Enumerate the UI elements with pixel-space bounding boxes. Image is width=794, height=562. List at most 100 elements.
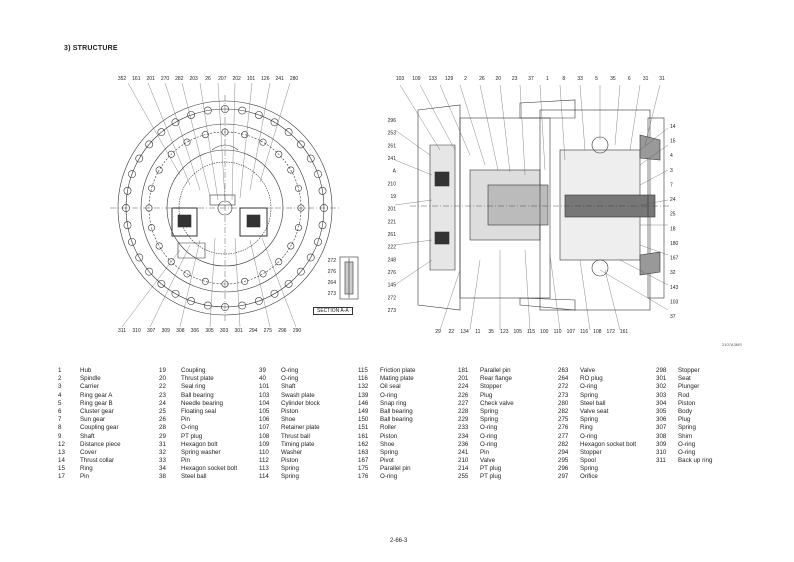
part-number: 233 bbox=[458, 424, 469, 432]
callout-label: 6 bbox=[628, 76, 631, 82]
part-name: O-ring bbox=[480, 432, 498, 440]
part-name: Cover bbox=[80, 448, 97, 456]
part-name: Valve seat bbox=[580, 407, 609, 415]
part-name: Spool bbox=[580, 457, 596, 465]
cross-section-left-callouts: 296253261241A210192012212612222482761452… bbox=[388, 118, 397, 314]
part-name: Coupling gear bbox=[80, 424, 119, 432]
callout-label: 11 bbox=[475, 329, 480, 335]
bolt-hole bbox=[145, 140, 154, 149]
part-name: Pivot bbox=[380, 457, 394, 465]
bolt-hole bbox=[123, 186, 132, 195]
callout-label: 241 bbox=[275, 76, 284, 82]
bolt-hole bbox=[287, 166, 295, 174]
part-number: 175 bbox=[358, 465, 369, 473]
bolt-hole bbox=[187, 111, 196, 119]
part-name: Piston bbox=[281, 457, 299, 465]
part-number: 224 bbox=[458, 383, 469, 391]
part-name: Shoe bbox=[281, 416, 296, 424]
part-name: Cylinder block bbox=[281, 399, 320, 407]
callout-label: 20 bbox=[495, 76, 501, 82]
callout-label: 167 bbox=[670, 256, 679, 262]
front-view bbox=[110, 95, 340, 322]
callout-label: 172 bbox=[607, 329, 616, 335]
callout-label: 248 bbox=[388, 257, 397, 263]
part-name: Rear flange bbox=[480, 375, 512, 383]
part-name: Thrust plate bbox=[181, 375, 214, 383]
bolt-hole bbox=[318, 221, 327, 230]
callout-label: 276 bbox=[388, 270, 397, 276]
bottom-flange bbox=[519, 297, 576, 311]
bolt-hole bbox=[148, 224, 156, 232]
part-name: Oil seal bbox=[380, 383, 401, 391]
page-number: 2-66-3 bbox=[390, 538, 408, 544]
callout-label: 101 bbox=[247, 76, 256, 82]
part-name: O-ring bbox=[380, 473, 398, 481]
bolt-hole bbox=[155, 242, 163, 250]
part-name: PT plug bbox=[181, 432, 203, 440]
callout-label: 1 bbox=[546, 76, 549, 82]
bolt-hole bbox=[221, 303, 229, 311]
bolt-hole bbox=[167, 150, 175, 158]
part-number: 167 bbox=[358, 457, 369, 465]
part-number: 273 bbox=[558, 391, 569, 399]
legend-row: 175 Parallel pin bbox=[358, 465, 415, 473]
callout-label: 37 bbox=[670, 314, 676, 320]
part-name: Stopper bbox=[580, 448, 602, 456]
part-name: Pin bbox=[80, 473, 89, 481]
callout-label: 276 bbox=[328, 269, 337, 275]
valve-spool bbox=[434, 171, 450, 187]
part-number: 255 bbox=[458, 473, 469, 481]
part-name: Spring bbox=[480, 407, 498, 415]
bolt-hole bbox=[241, 131, 249, 139]
part-number: 101 bbox=[259, 383, 270, 391]
part-name: Ball bearing bbox=[181, 391, 214, 399]
callout-label: 24 bbox=[670, 197, 676, 203]
part-name: Spindle bbox=[80, 375, 101, 383]
bolt-hole bbox=[171, 118, 180, 127]
callout-label: 107 bbox=[567, 329, 576, 335]
callout-label: 221 bbox=[388, 219, 397, 225]
callout-label: 310 bbox=[132, 328, 141, 334]
part-name: Washer bbox=[281, 448, 303, 456]
callout-label: 273 bbox=[328, 291, 337, 297]
part-name: Parallel pin bbox=[380, 465, 411, 473]
part-number: 113 bbox=[259, 465, 269, 473]
part-name: Body bbox=[678, 407, 693, 415]
part-number: 29 bbox=[159, 432, 166, 440]
part-number: 22 bbox=[159, 383, 166, 391]
cross-section-view bbox=[410, 99, 670, 311]
callout-label: 133 bbox=[429, 76, 438, 82]
bolt-hole bbox=[306, 154, 315, 163]
part-number: 15 bbox=[58, 465, 65, 473]
callout-label: 126 bbox=[261, 76, 270, 82]
callout-label: 264 bbox=[328, 280, 337, 286]
part-name: Plug bbox=[480, 391, 493, 399]
bolt-hole bbox=[128, 170, 136, 179]
legend-row: 29 PT plug bbox=[159, 433, 237, 441]
part-number: 107 bbox=[259, 424, 270, 432]
part-number: 25 bbox=[159, 407, 166, 415]
callout-label: 103 bbox=[396, 76, 405, 82]
part-number: 2 bbox=[58, 375, 62, 383]
